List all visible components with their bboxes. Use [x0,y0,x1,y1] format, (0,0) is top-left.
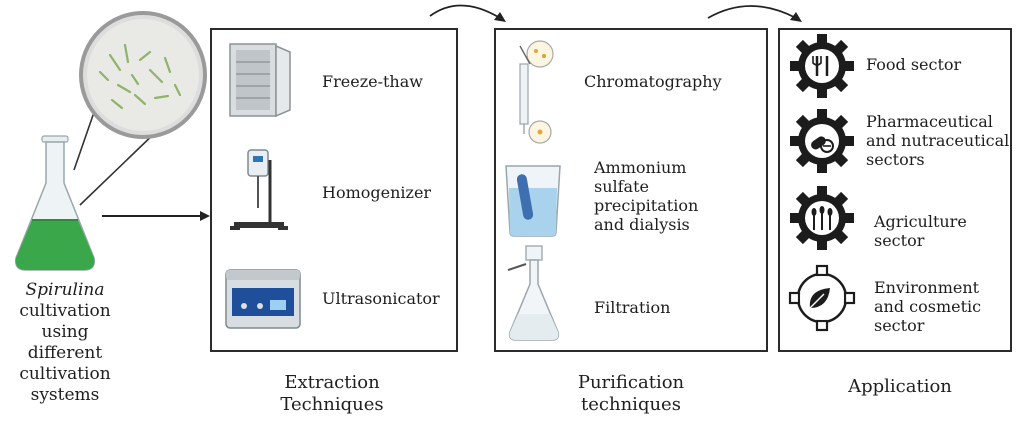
application-item: Pharmaceutical and nutraceutical sectors [866,112,1009,169]
homogenizer-icon [230,149,288,230]
application-item-line: Environment [874,278,980,297]
leaf-gear-icon [788,264,856,332]
application-item-line: Food sector [866,55,962,74]
filtration-flask-icon [507,245,560,341]
caption-line: techniques [581,394,681,415]
pill-gear-icon [790,109,854,173]
ultrasonicator-icon [225,269,301,329]
application-item-line: Pharmaceutical [866,112,993,131]
purification-item-line: Chromatography [584,72,722,91]
application-item: Agriculture sector [874,212,967,250]
purification-item: Chromatography [584,72,722,91]
purification-item-line: sulfate [594,177,649,196]
chromatography-icon [519,40,554,144]
organism-name: Spirulina [25,280,105,300]
purification-caption: Purification techniques [556,372,706,416]
application-item: Environment and cosmetic sector [874,278,981,335]
erlenmeyer-flask-icon [14,135,96,271]
source-line: cultivation [19,301,111,321]
purification-item-line: Filtration [594,298,671,317]
application-item: Food sector [866,55,961,74]
source-line: different [27,343,103,363]
purification-item: Filtration [594,298,670,317]
caption-line: Techniques [280,394,384,415]
application-item-line: Agriculture [874,212,967,231]
application-caption: Application [848,376,952,397]
application-item-line: sectors [866,150,925,169]
beaker-icon [505,165,561,237]
source-line: using [41,322,89,342]
purification-item-line: precipitation [594,196,699,215]
source-label: Spirulina cultivation using different cu… [0,280,130,406]
source-line: cultivation [19,364,111,384]
wheat-gear-icon [790,186,854,250]
application-item-line: and nutraceutical [866,131,1010,150]
food-gear-icon [790,34,854,98]
extraction-item: Ultrasonicator [322,289,440,308]
extraction-item: Freeze-thaw [322,72,423,91]
application-item-line: and cosmetic [874,297,982,316]
source-line: systems [30,385,100,405]
application-item-line: sector [874,316,925,335]
extraction-item: Homogenizer [322,183,432,202]
freezer-icon [229,43,291,118]
purification-item-line: Ammonium [594,158,687,177]
purification-item-line: and dialysis [594,215,690,234]
purification-item: Ammonium sulfate precipitation and dialy… [594,158,698,234]
caption-line: Extraction [284,372,380,393]
caption-line: Purification [577,372,685,393]
extraction-caption: Extraction Techniques [262,372,402,416]
application-item-line: sector [874,231,925,250]
